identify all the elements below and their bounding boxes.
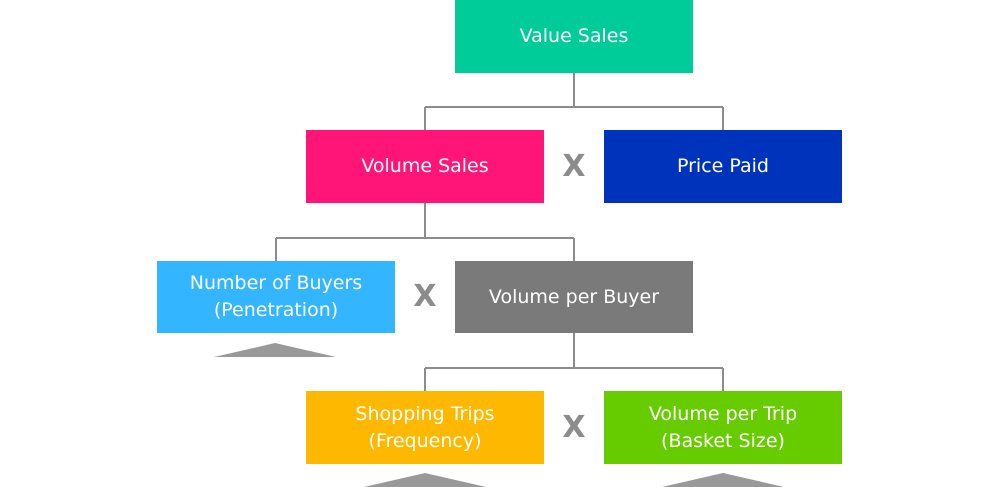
volume-per-buyer-label: Volume per Buyer [488, 285, 660, 308]
volume-sales-label: Volume Sales [361, 155, 489, 177]
volume-per-trip-triangle [662, 473, 784, 487]
volume-per-trip-box: Volume per Trip (Basket Size) [604, 391, 842, 464]
volume-per-buyer-box: Volume per Buyer [455, 261, 693, 333]
volume-per-trip-label: Volume per Trip [648, 402, 798, 425]
basket-size-label: (Basket Size) [661, 429, 785, 452]
price-paid-label: Price Paid [677, 155, 769, 177]
shopping-trips-label: Shopping Trips [355, 402, 495, 425]
price-paid-box: Price Paid [604, 130, 842, 203]
multiply-operator-level1: X [562, 149, 586, 184]
shopping-trips-box: Shopping Trips (Frequency) [306, 391, 544, 464]
value-sales-label: Value Sales [519, 25, 629, 47]
multiply-operator-level3: X [562, 410, 586, 445]
tree-connectors [275, 73, 724, 391]
connector-volume-per-buyer [424, 333, 724, 391]
number-of-buyers-box: Number of Buyers (Penetration) [157, 261, 395, 333]
connector-value-sales [424, 73, 724, 130]
expansion-triangles [214, 343, 784, 487]
frequency-label: (Frequency) [368, 429, 482, 452]
trips-triangle [364, 473, 486, 487]
connector-volume-sales [275, 203, 575, 261]
value-sales-box: Value Sales [455, 0, 693, 73]
volume-sales-box: Volume Sales [306, 130, 544, 203]
number-of-buyers-label: Number of Buyers [189, 272, 363, 294]
multiply-operator-level2: X [413, 279, 437, 314]
penetration-label: (Penetration) [213, 299, 339, 321]
buyers-triangle [214, 343, 336, 357]
